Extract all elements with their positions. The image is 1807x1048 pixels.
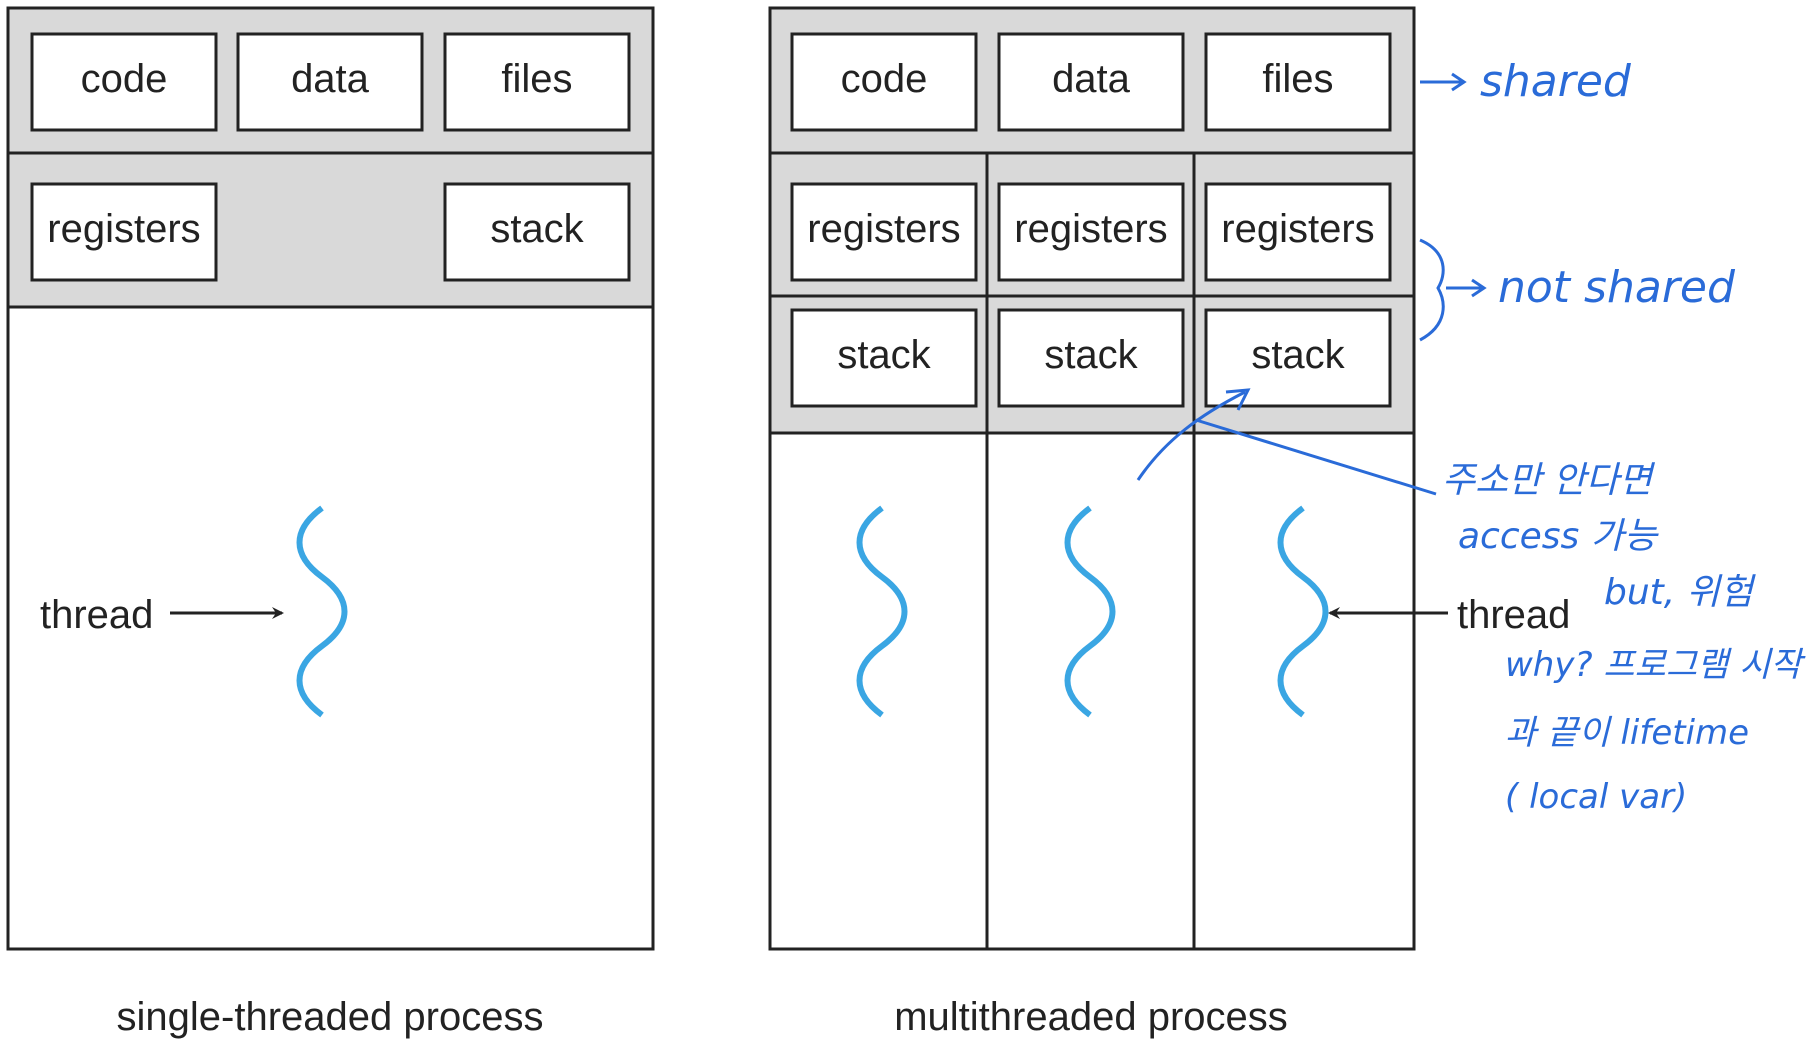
note-pointer-line: [1195, 418, 1437, 496]
multi-code-box: [790, 32, 978, 132]
multi-stack-label-2: stack: [1044, 333, 1138, 377]
access-arrow: [1136, 390, 1246, 481]
multithreaded-process: code data files registers registers regi…: [768, 6, 1570, 1039]
single-code-label: code: [81, 57, 168, 101]
multi-stack-box-2: [997, 308, 1185, 408]
multi-caption: multithreaded process: [894, 995, 1288, 1039]
note-line-1: 주소만 안다면: [1442, 460, 1656, 501]
multi-stack-label-3: stack: [1251, 333, 1345, 377]
single-thread-squiggle: [296, 505, 348, 718]
single-stack-box: [443, 182, 631, 282]
multi-registers-label-1: registers: [807, 207, 960, 251]
multi-thread-squiggle-2: [1064, 505, 1116, 718]
multi-stack-box-1: [790, 308, 978, 408]
multi-files-label: files: [1262, 57, 1333, 101]
not-shared-annotation: not shared: [1498, 262, 1736, 313]
multi-code-label: code: [841, 57, 928, 101]
handwritten-annotations: shared not shared 주소만 안다면 access 가능 but,…: [1136, 56, 1807, 817]
note-line-3: but, 위험: [1604, 572, 1757, 613]
single-files-label: files: [501, 57, 572, 101]
single-data-label: data: [291, 57, 370, 101]
access-arrowhead: [1225, 388, 1251, 411]
note-line-6: ( local var): [1505, 777, 1687, 817]
single-thread-label: thread: [40, 593, 153, 637]
multi-thread-squiggle-1: [856, 505, 908, 718]
single-threaded-process: code data files registers stack thread s…: [6, 6, 655, 1039]
single-files-box: [443, 32, 631, 132]
multi-registers-label-3: registers: [1221, 207, 1374, 251]
note-line-4: why? 프로그램 시작: [1505, 645, 1807, 685]
single-code-box: [30, 32, 218, 132]
single-registers-label: registers: [47, 207, 200, 251]
multi-thread-squiggle-3: [1277, 505, 1329, 718]
single-caption: single-threaded process: [117, 995, 544, 1039]
not-shared-arrow: [1446, 278, 1487, 298]
note-line-5: 과 끝이 lifetime: [1505, 713, 1749, 753]
multi-registers-label-2: registers: [1014, 207, 1167, 251]
multi-registers-box-1: [790, 182, 978, 282]
multi-files-box: [1204, 32, 1392, 132]
note-line-2: access 가능: [1458, 516, 1659, 557]
multi-thread-label: thread: [1457, 593, 1570, 637]
not-shared-brace: [1419, 238, 1445, 342]
single-registers-box: [30, 182, 218, 282]
multi-registers-box-2: [997, 182, 1185, 282]
single-data-box: [236, 32, 424, 132]
single-stack-label: stack: [490, 207, 584, 251]
shared-annotation: shared: [1480, 56, 1632, 107]
multi-data-label: data: [1052, 57, 1131, 101]
multi-body: [768, 431, 1416, 951]
multi-data-box: [997, 32, 1185, 132]
shared-arrow: [1420, 72, 1467, 92]
multi-registers-box-3: [1204, 182, 1392, 282]
single-body: [6, 305, 655, 951]
multi-stack-label-1: stack: [837, 333, 931, 377]
